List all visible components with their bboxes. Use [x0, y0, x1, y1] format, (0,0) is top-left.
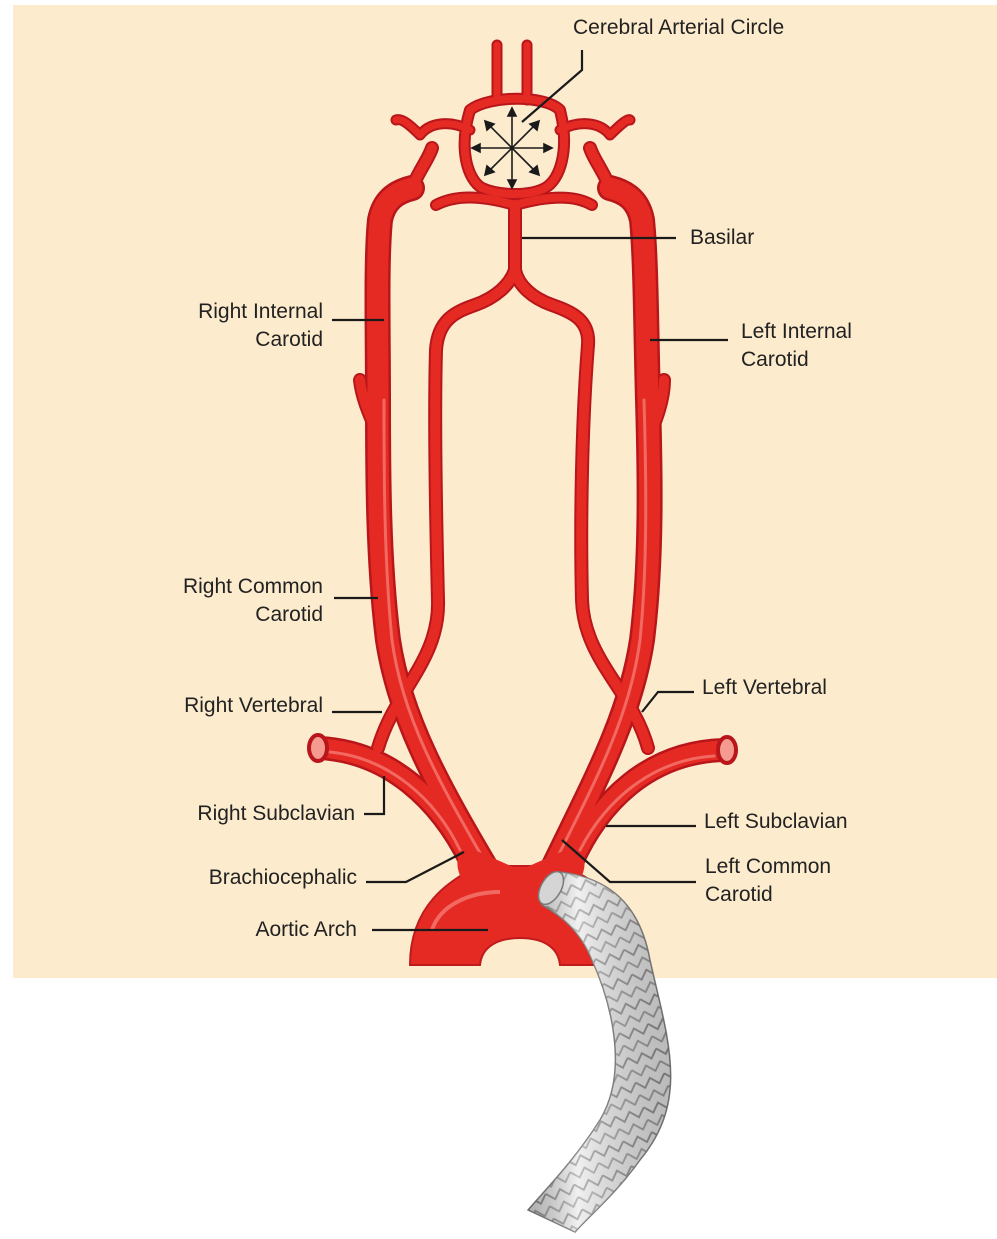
- label-right-common-carotid-1: Right Common: [183, 575, 323, 598]
- label-brachiocephalic: Brachiocephalic: [209, 866, 357, 889]
- label-left-common-carotid-1: Left Common: [705, 855, 831, 878]
- label-left-internal-carotid-2: Carotid: [741, 348, 809, 371]
- diagram-background: [13, 5, 997, 978]
- label-left-vertebral: Left Vertebral: [702, 676, 827, 699]
- left-subclavian-opening: [718, 737, 736, 763]
- label-left-common-carotid-2: Carotid: [705, 883, 773, 906]
- label-right-internal-carotid-2: Carotid: [255, 328, 323, 351]
- label-right-subclavian: Right Subclavian: [197, 802, 355, 825]
- label-right-common-carotid-2: Carotid: [255, 603, 323, 626]
- label-right-vertebral: Right Vertebral: [184, 694, 323, 717]
- label-basilar: Basilar: [690, 226, 754, 249]
- label-cerebral-arterial-circle: Cerebral Arterial Circle: [573, 16, 784, 39]
- label-right-internal-carotid-1: Right Internal: [198, 300, 323, 323]
- label-left-internal-carotid-1: Left Internal: [741, 320, 852, 343]
- label-left-subclavian: Left Subclavian: [704, 810, 848, 833]
- right-subclavian-opening: [309, 735, 327, 761]
- flow-arrows: [472, 108, 552, 188]
- label-aortic-arch: Aortic Arch: [255, 918, 357, 941]
